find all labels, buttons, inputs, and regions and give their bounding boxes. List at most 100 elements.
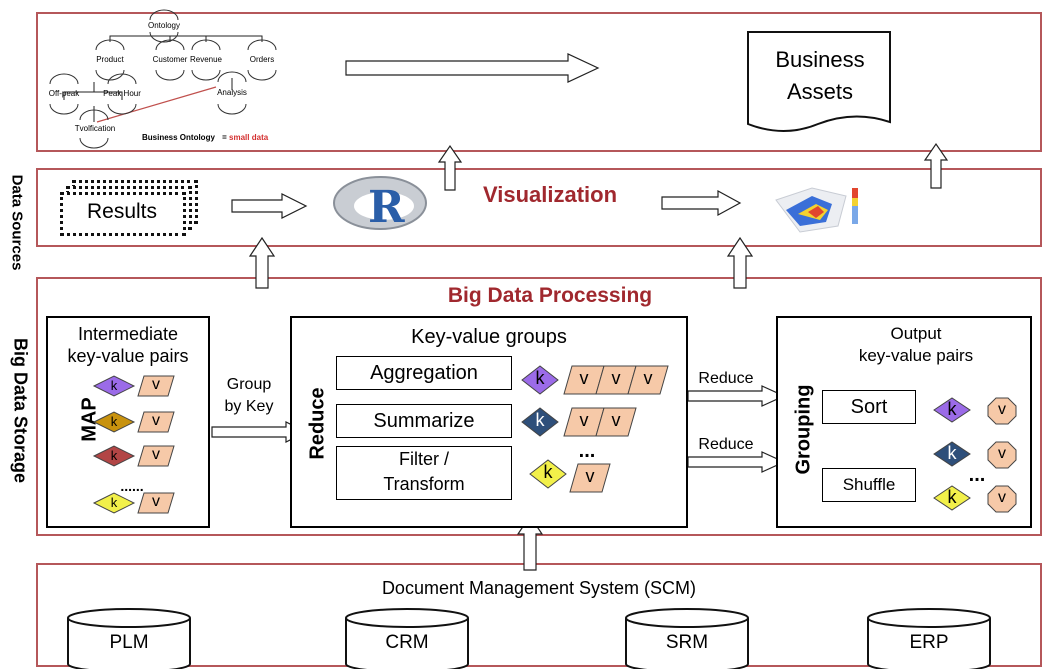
- arrow-up-processing-to-results: [248, 236, 276, 289]
- group-by-key-line2: by Key: [224, 398, 274, 415]
- ontology-caption-eq: =: [222, 133, 227, 142]
- reduce-v-1c: [627, 365, 669, 395]
- cylinder-crm: [345, 618, 469, 669]
- ontology-revenue: Revenue: [189, 55, 223, 64]
- reduce-filter-transform: Filter / Transform: [336, 446, 512, 500]
- arrow-results-to-r: [231, 193, 308, 219]
- arrow-r-to-chart: [661, 189, 742, 217]
- grouping-title-line2: key-value pairs: [858, 346, 974, 365]
- map-k-label-4: k: [110, 495, 118, 510]
- cylinder-plm: [67, 618, 191, 669]
- data-sources-band: [36, 168, 1042, 247]
- arrow-up-r-to-top: [437, 144, 463, 191]
- arrow-up-processing-to-chart: [726, 236, 754, 289]
- reduce-summarize: Summarize: [336, 404, 512, 438]
- map-k-4: [92, 492, 136, 514]
- grouping-v-label-3: v: [998, 489, 1006, 506]
- reduce-v-label-2a: v: [579, 410, 589, 430]
- reduce-v-label-1c: v: [643, 368, 653, 388]
- map-k-1: [92, 375, 136, 397]
- reduce-aggregation: Aggregation: [336, 356, 512, 390]
- grouping-v-label-1: v: [998, 401, 1006, 418]
- ontology-product: Product: [96, 55, 124, 64]
- map-dots: ......: [120, 478, 144, 494]
- grouping-v-2: [987, 441, 1017, 469]
- ontology-link-line: [96, 86, 217, 123]
- reduce-label-2: Reduce: [698, 436, 754, 453]
- cylinder-erp: [867, 618, 991, 669]
- dms-title: Document Management System (SCM): [381, 578, 697, 598]
- ontology-tvolfication: Tvolfication: [74, 124, 116, 133]
- big-data-band: [36, 277, 1042, 536]
- system-plm: PLM: [109, 632, 149, 653]
- ontology-caption-prefix: Business Ontology: [142, 133, 215, 142]
- map-v-2: [137, 411, 175, 433]
- arrow-up-chart-to-top: [923, 142, 949, 189]
- group-by-key-line1: Group: [226, 376, 272, 393]
- reduce-k-label-2: k: [535, 410, 545, 430]
- visualization-label: Visualization: [482, 182, 618, 207]
- grouping-k-2: [933, 441, 971, 467]
- map-k-3: [92, 445, 136, 467]
- reduce-v-label-1b: v: [611, 368, 621, 388]
- reduce-k-3: [529, 459, 567, 489]
- reduce-k-1: [521, 365, 559, 395]
- top-band: [36, 12, 1042, 152]
- reduce-k-label-1: k: [535, 368, 545, 388]
- results-label: Results: [86, 200, 158, 223]
- ontology-orders: Orders: [249, 55, 275, 64]
- reduce-v-2b: [595, 407, 637, 437]
- grouping-k-label-1: k: [947, 399, 957, 419]
- map-k-2: [92, 411, 136, 433]
- reduce-title: Key-value groups: [411, 326, 567, 348]
- grouping-v-3: [987, 485, 1017, 513]
- map-v-label-2: v: [152, 412, 160, 429]
- reduce-dots: ...: [578, 440, 596, 462]
- map-title-line1: Intermediate: [77, 324, 179, 344]
- grouping-dots: ...: [968, 464, 986, 486]
- grouping-k-label-3: k: [947, 487, 957, 507]
- ontology-caption-suffix: small data: [229, 133, 269, 142]
- map-v-label-4: v: [152, 493, 160, 510]
- ontology-root: Ontology: [147, 21, 181, 30]
- cylinder-srm: [625, 618, 749, 669]
- grouping-k-label-2: k: [947, 443, 957, 463]
- results-sheet-front: [60, 192, 186, 236]
- system-erp: ERP: [909, 632, 949, 653]
- map-v-label-3: v: [152, 446, 160, 463]
- grouping-v-1: [987, 397, 1017, 425]
- reduce-v-label-3: v: [585, 466, 595, 486]
- reduce-v-label-2b: v: [611, 410, 621, 430]
- big-data-title: Big Data Processing: [447, 284, 653, 307]
- map-k-label-1: k: [110, 378, 118, 393]
- reduce-k-label-3: k: [543, 462, 553, 482]
- system-crm: CRM: [385, 632, 429, 653]
- grouping-v-label-2: v: [998, 445, 1006, 462]
- map-v-4: [137, 492, 175, 514]
- arrow-reduce-to-grouping-2: [687, 451, 786, 473]
- grouping-title-line1: Output: [890, 324, 942, 343]
- map-k-label-3: k: [110, 448, 118, 463]
- ontology-offpeak: Off-peak: [48, 89, 80, 98]
- map-k-label-2: k: [110, 414, 118, 429]
- map-v-1: [137, 375, 175, 397]
- dms-band: [36, 563, 1042, 667]
- arrow-to-business-assets: [345, 53, 600, 83]
- grouping-k-1: [933, 397, 971, 423]
- r-logo-letter: R: [368, 182, 405, 233]
- reduce-v-label-1a: v: [579, 368, 589, 388]
- reduce-v-3: [569, 463, 611, 493]
- reduce-k-2: [521, 407, 559, 437]
- grouping-sort: Sort: [822, 390, 916, 424]
- reduce-label-1: Reduce: [698, 370, 754, 387]
- ontology-peakhour: Peak Hour: [103, 89, 141, 98]
- grouping-shuffle: Shuffle: [822, 468, 916, 502]
- map-title-line2: key-value pairs: [67, 346, 189, 366]
